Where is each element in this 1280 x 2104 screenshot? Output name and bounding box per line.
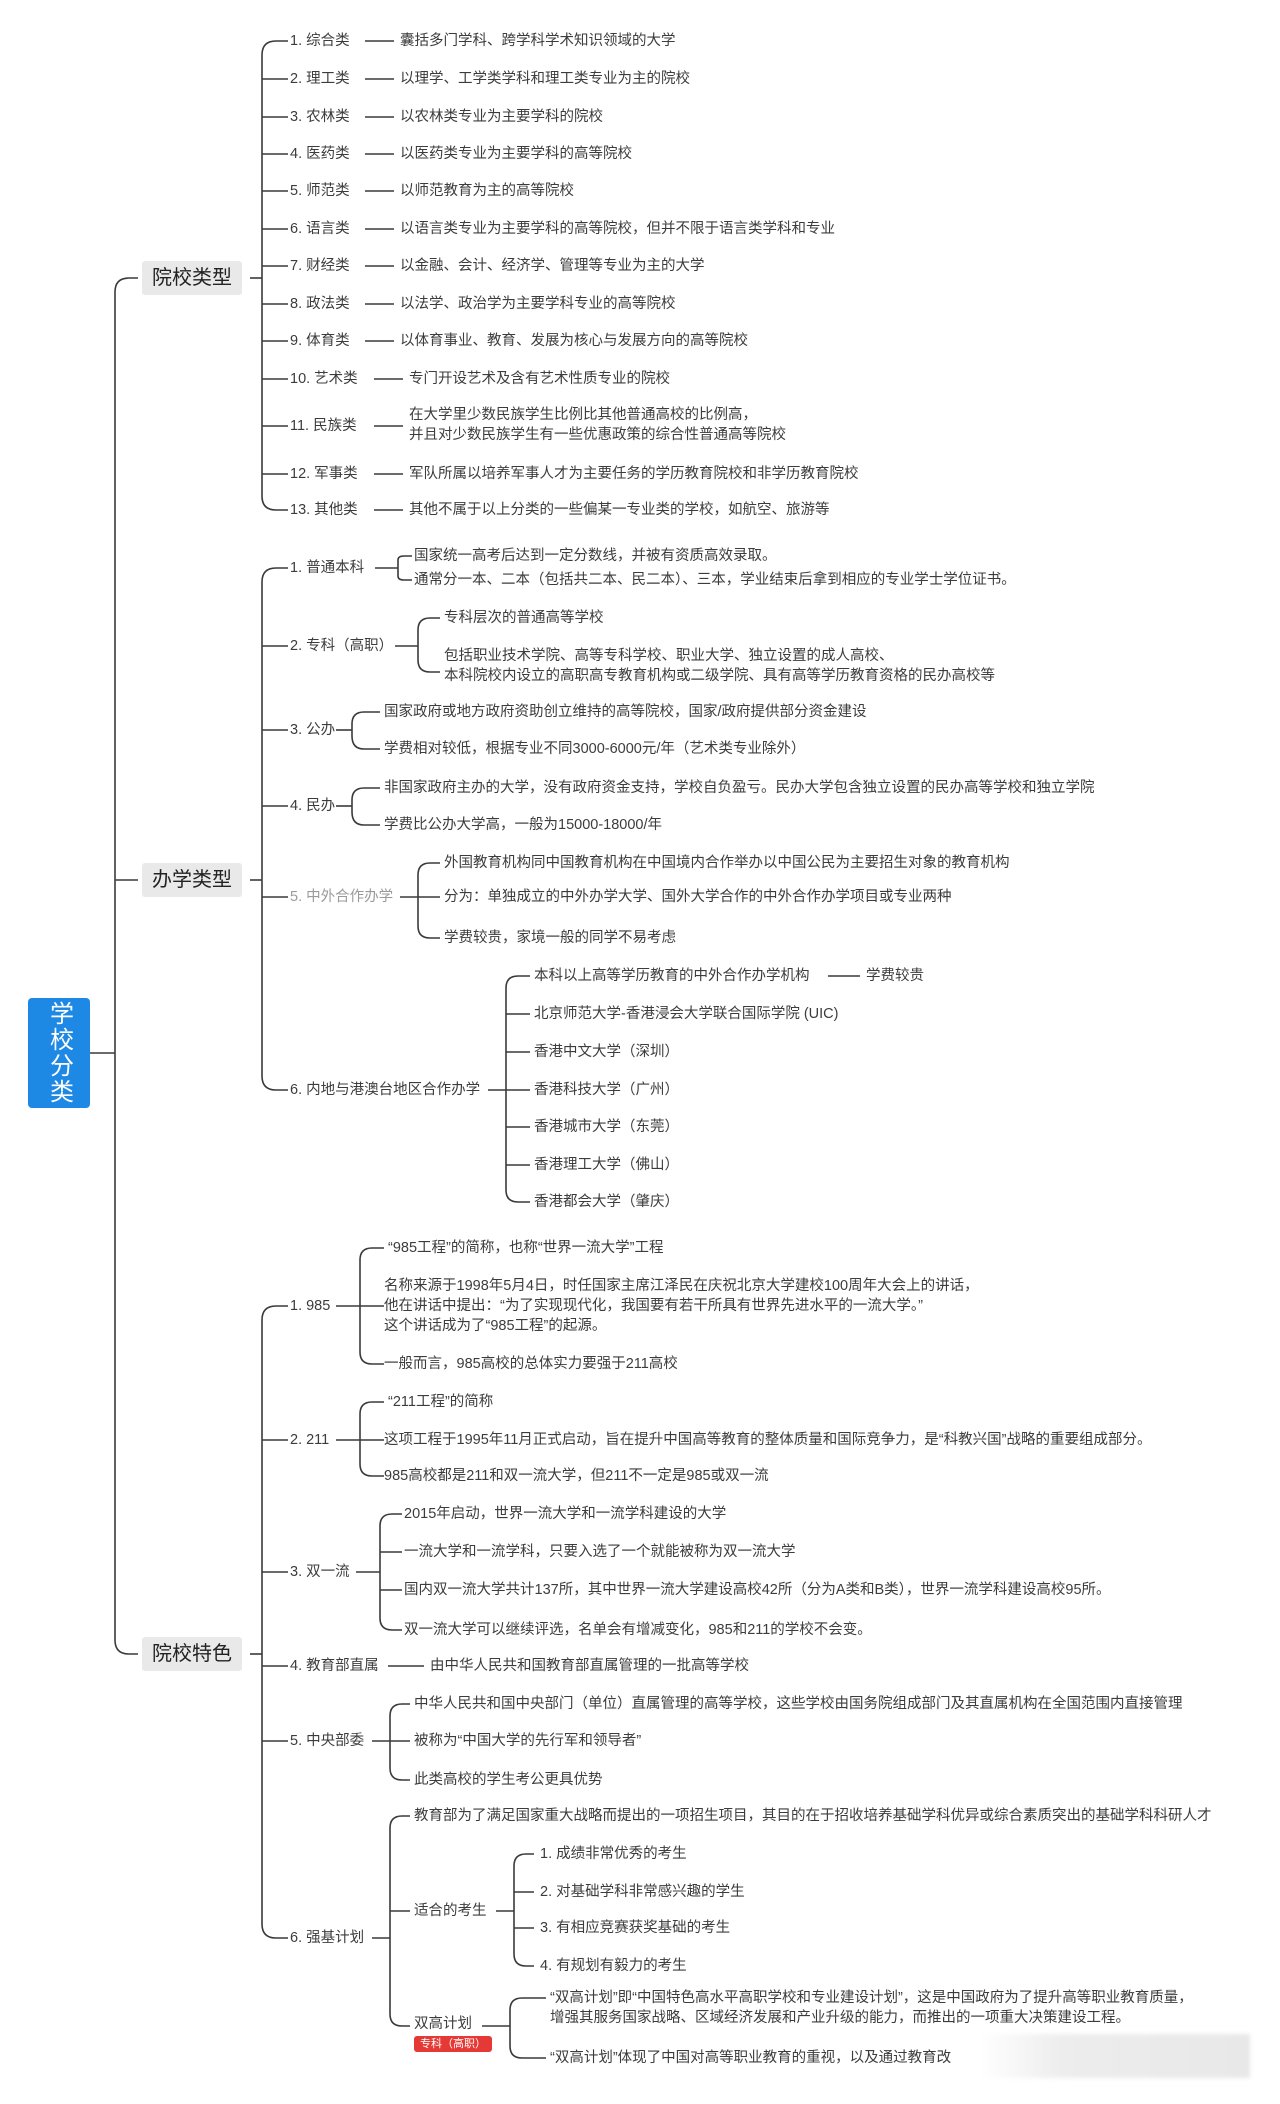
feature-label[interactable]: 6. 强基计划 (290, 1930, 365, 1946)
suitable-candidate: 3. 有相应竞赛获奖基础的考生 (540, 1920, 731, 1936)
school-type-desc: 囊括多门学科、跨学科学术知识领域的大学 (400, 33, 676, 49)
vocational-badge: 专科（高职） (414, 2036, 492, 2052)
operation-type-desc: 分为：单独成立的中外办学大学、国外大学合作的中外合作办学项目或专业两种 (444, 889, 952, 905)
school-type-label[interactable]: 8. 政法类 (290, 296, 350, 312)
school-type-desc: 以语言类专业为主要学科的高等院校，但并不限于语言类学科和专业 (400, 221, 835, 237)
school-type-desc: 专门开设艺术及含有艺术性质专业的院校 (409, 371, 670, 387)
operation-type-desc: 学费相对较低，根据专业不同3000-6000元/年（艺术类专业除外） (384, 741, 806, 757)
school-type-label[interactable]: 1. 综合类 (290, 33, 350, 49)
operation-type-desc: 包括职业技术学院、高等专科学校、职业大学、独立设置的成人高校、 (444, 648, 894, 664)
school-type-label[interactable]: 7. 财经类 (290, 258, 350, 274)
school-type-label[interactable]: 5. 师范类 (290, 183, 350, 199)
school-type-label[interactable]: 11. 民族类 (290, 418, 357, 434)
feature-desc: “双高计划”体现了中国对高等职业教育的重视，以及通过教育改 (550, 2050, 952, 2066)
feature-desc: 一流大学和一流学科，只要入选了一个就能被称为双一流大学 (404, 1544, 796, 1560)
school-type-label[interactable]: 2. 理工类 (290, 71, 350, 87)
feature-label[interactable]: 1. 985 (290, 1298, 331, 1314)
operation-type-label[interactable]: 2. 专科（高职） (290, 638, 394, 654)
school-type-desc: 在大学里少数民族学生比例比其他普通高校的比例高，并且对少数民族学生有一些优惠政策… (409, 407, 786, 443)
feature-sublabel[interactable]: 适合的考生 (414, 1903, 487, 1919)
operation-type-desc: 国家统一高考后达到一定分数线，并被有资质高效录取。 (414, 548, 777, 564)
feature-desc: 双一流大学可以继续评选，名单会有增减变化，985和211的学校不会变。 (404, 1622, 872, 1638)
operation-type-label[interactable]: 4. 民办 (290, 798, 336, 814)
operation-type-desc: 国家政府或地方政府资助创立维持的高等院校，国家/政府提供部分资金建设 (384, 704, 867, 720)
operation-type-desc: 通常分一本、二本（包括共二本、民二本）、三本，学业结束后拿到相应的专业学士学位证… (414, 572, 1016, 588)
school-type-desc: 以师范教育为主的高等院校 (400, 183, 574, 199)
operation-type-desc: 专科层次的普通高等学校 (444, 610, 604, 626)
cooperation-school[interactable]: 香港城市大学（东莞） (534, 1119, 679, 1135)
feature-desc: 名称来源于1998年5月4日，时任国家主席江泽民在庆祝北京大学建校100周年大会… (384, 1278, 979, 1334)
operation-type-label[interactable]: 3. 公办 (290, 722, 336, 738)
category-school-features[interactable]: 院校特色 (142, 1637, 242, 1671)
school-type-label[interactable]: 9. 体育类 (290, 333, 350, 349)
suitable-candidate: 4. 有规划有毅力的考生 (540, 1958, 687, 1974)
feature-desc: “双高计划”即“中国特色高水平高职学校和专业建设计划”，这是中国政府为了提升高等… (550, 1990, 1193, 2026)
school-type-label[interactable]: 10. 艺术类 (290, 371, 358, 387)
operation-type-label[interactable]: 1. 普通本科 (290, 560, 365, 576)
school-type-desc: 以理学、工学类学科和理工类专业为主的院校 (400, 71, 690, 87)
feature-desc: “211工程”的简称 (388, 1394, 494, 1410)
operation-type-desc: 学费较贵，家境一般的同学不易考虑 (444, 930, 676, 946)
school-type-label[interactable]: 6. 语言类 (290, 221, 350, 237)
school-type-desc: 其他不属于以上分类的一些偏某一专业类的学校，如航空、旅游等 (409, 502, 830, 518)
cooperation-desc: 本科以上高等学历教育的中外合作办学机构 (534, 968, 810, 984)
feature-sublabel[interactable]: 双高计划 (414, 2016, 472, 2032)
feature-desc: 教育部为了满足国家重大战略而提出的一项招生项目，其目的在于招收培养基础学科优异或… (414, 1808, 1212, 1824)
feature-desc: 2015年启动，世界一流大学和一流学科建设的大学 (404, 1506, 727, 1522)
operation-type-desc: 非国家政府主办的大学，没有政府资金支持，学校自负盈亏。民办大学包含独立设置的民办… (384, 780, 1095, 796)
feature-desc: 由中华人民共和国教育部直属管理的一批高等学校 (430, 1658, 749, 1674)
school-type-desc: 军队所属以培养军事人才为主要任务的学历教育院校和非学历教育院校 (409, 466, 859, 482)
school-type-desc: 以农林类专业为主要学科的院校 (400, 109, 603, 125)
suitable-candidate: 2. 对基础学科非常感兴趣的学生 (540, 1884, 745, 1900)
feature-desc: 此类高校的学生考公更具优势 (414, 1772, 603, 1788)
feature-desc: 国内双一流大学共计137所，其中世界一流大学建设高校42所（分为A类和B类），世… (404, 1582, 1111, 1598)
cooperation-school[interactable]: 香港科技大学（广州） (534, 1082, 679, 1098)
cooperation-school[interactable]: 北京师范大学-香港浸会大学联合国际学院 (UIC) (534, 1006, 839, 1022)
operation-type-label[interactable]: 6. 内地与港澳台地区合作办学 (290, 1082, 481, 1098)
cooperation-tail: 学费较贵 (866, 968, 924, 984)
school-type-label[interactable]: 13. 其他类 (290, 502, 358, 518)
feature-desc: 中华人民共和国中央部门（单位）直属管理的高等学校，这些学校由国务院组成部门及其直… (414, 1696, 1183, 1712)
root-node[interactable]: 学校分类 (28, 998, 90, 1108)
operation-type-label[interactable]: 5. 中外合作办学 (290, 889, 394, 905)
operation-type-desc: 本科院校内设立的高职高专教育机构或二级学院、具有高等学历教育资格的民办高校等 (444, 668, 995, 684)
category-school-type[interactable]: 院校类型 (142, 261, 242, 295)
feature-desc: 这项工程于1995年11月正式启动，旨在提升中国高等教育的整体质量和国际竞争力，… (384, 1432, 1152, 1448)
school-type-desc: 以法学、政治学为主要学科专业的高等院校 (400, 296, 676, 312)
school-type-label[interactable]: 12. 军事类 (290, 466, 358, 482)
feature-desc: “985工程”的简称，也称“世界一流大学”工程 (388, 1240, 664, 1256)
school-type-desc: 以体育事业、教育、发展为核心与发展方向的高等院校 (400, 333, 748, 349)
suitable-candidate: 1. 成绩非常优秀的考生 (540, 1846, 687, 1862)
school-type-label[interactable]: 3. 农林类 (290, 109, 350, 125)
feature-desc: 一般而言，985高校的总体实力要强于211高校 (384, 1356, 678, 1372)
feature-label[interactable]: 5. 中央部委 (290, 1733, 365, 1749)
feature-label[interactable]: 4. 教育部直属 (290, 1658, 379, 1674)
operation-type-desc: 学费比公办大学高，一般为15000-18000/年 (384, 817, 662, 833)
school-type-desc: 以医药类专业为主要学科的高等院校 (400, 146, 632, 162)
cooperation-school[interactable]: 香港理工大学（佛山） (534, 1157, 679, 1173)
cooperation-school[interactable]: 香港中文大学（深圳） (534, 1044, 679, 1060)
school-type-desc: 以金融、会计、经济学、管理等专业为主的大学 (400, 258, 705, 274)
feature-label[interactable]: 3. 双一流 (290, 1564, 350, 1580)
operation-type-desc: 外国教育机构同中国教育机构在中国境内合作举办以中国公民为主要招生对象的教育机构 (444, 855, 1010, 871)
school-type-label[interactable]: 4. 医药类 (290, 146, 350, 162)
watermark-blur (980, 2034, 1250, 2078)
feature-desc: 被称为“中国大学的先行军和领导者” (414, 1733, 642, 1749)
feature-desc: 985高校都是211和双一流大学，但211不一定是985或双一流 (384, 1468, 769, 1484)
cooperation-school[interactable]: 香港都会大学（肇庆） (534, 1194, 679, 1210)
feature-label[interactable]: 2. 211 (290, 1432, 330, 1448)
category-operation-type[interactable]: 办学类型 (142, 863, 242, 897)
